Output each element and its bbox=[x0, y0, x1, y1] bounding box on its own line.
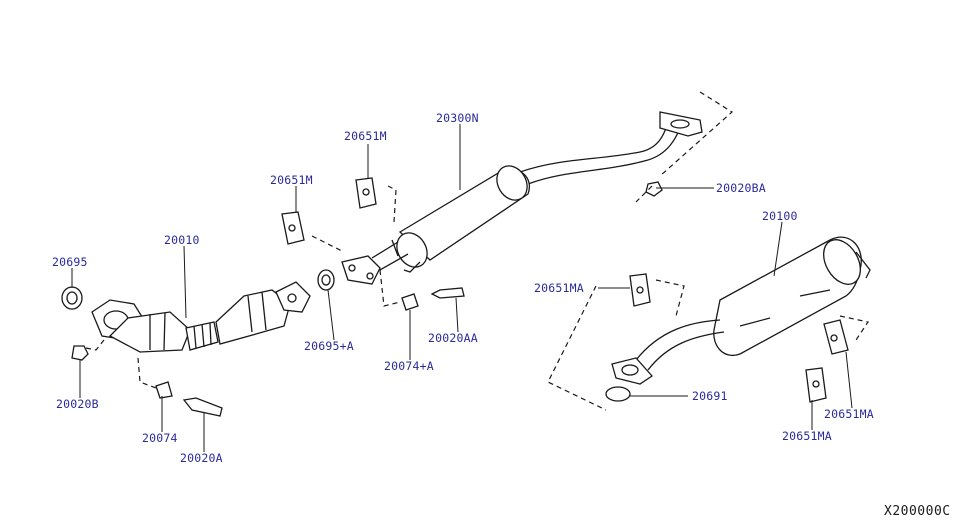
label-20695[interactable]: 20695 bbox=[52, 255, 88, 269]
small-parts bbox=[61, 177, 849, 417]
label-20020BA[interactable]: 20020BA bbox=[716, 181, 766, 195]
label-20100[interactable]: 20100 bbox=[762, 209, 798, 223]
stud-20074 bbox=[155, 381, 173, 399]
label-20651MA-lower[interactable]: 20651MA bbox=[782, 429, 832, 443]
leader-lines bbox=[71, 124, 853, 452]
gasket-20695 bbox=[61, 286, 83, 310]
center-pipe-assembly bbox=[341, 111, 703, 285]
hanger-20651MA-right bbox=[823, 319, 849, 355]
label-20651M-lower[interactable]: 20651M bbox=[270, 173, 313, 187]
label-20020A[interactable]: 20020A bbox=[180, 451, 223, 465]
gasket-20695A bbox=[317, 269, 335, 291]
label-20651MA-center[interactable]: 20651MA bbox=[534, 281, 584, 295]
label-20010[interactable]: 20010 bbox=[164, 233, 200, 247]
hanger-20651M-lower bbox=[281, 211, 305, 245]
hanger-20651M-upper bbox=[355, 177, 377, 209]
bolt-20020A bbox=[182, 397, 223, 417]
hanger-20651MA-lower bbox=[805, 367, 827, 403]
diagram-code: X200000C bbox=[884, 504, 951, 519]
stud-20074A bbox=[401, 293, 419, 311]
label-20695A[interactable]: 20695+A bbox=[304, 339, 354, 353]
main-muffler-assembly bbox=[611, 236, 871, 385]
nut-20020B bbox=[71, 345, 89, 361]
gasket-20691 bbox=[605, 386, 631, 402]
label-20691[interactable]: 20691 bbox=[692, 389, 728, 403]
label-20020B[interactable]: 20020B bbox=[56, 397, 99, 411]
bolt-20020AA bbox=[430, 287, 465, 299]
label-20300N[interactable]: 20300N bbox=[436, 111, 479, 125]
label-20651MA-right[interactable]: 20651MA bbox=[824, 407, 874, 421]
label-20020AA[interactable]: 20020AA bbox=[428, 331, 478, 345]
hanger-20651MA-center bbox=[629, 273, 651, 307]
front-tube-catalyst bbox=[91, 281, 311, 353]
nut-20020BA bbox=[645, 181, 663, 197]
assembly-dash-lines bbox=[85, 91, 869, 411]
label-20074A[interactable]: 20074+A bbox=[384, 359, 434, 373]
label-20651M-upper[interactable]: 20651M bbox=[344, 129, 387, 143]
label-20074[interactable]: 20074 bbox=[142, 431, 178, 445]
part-labels: 20300N 20651M 20651M 20010 20695 20020B … bbox=[52, 111, 874, 465]
